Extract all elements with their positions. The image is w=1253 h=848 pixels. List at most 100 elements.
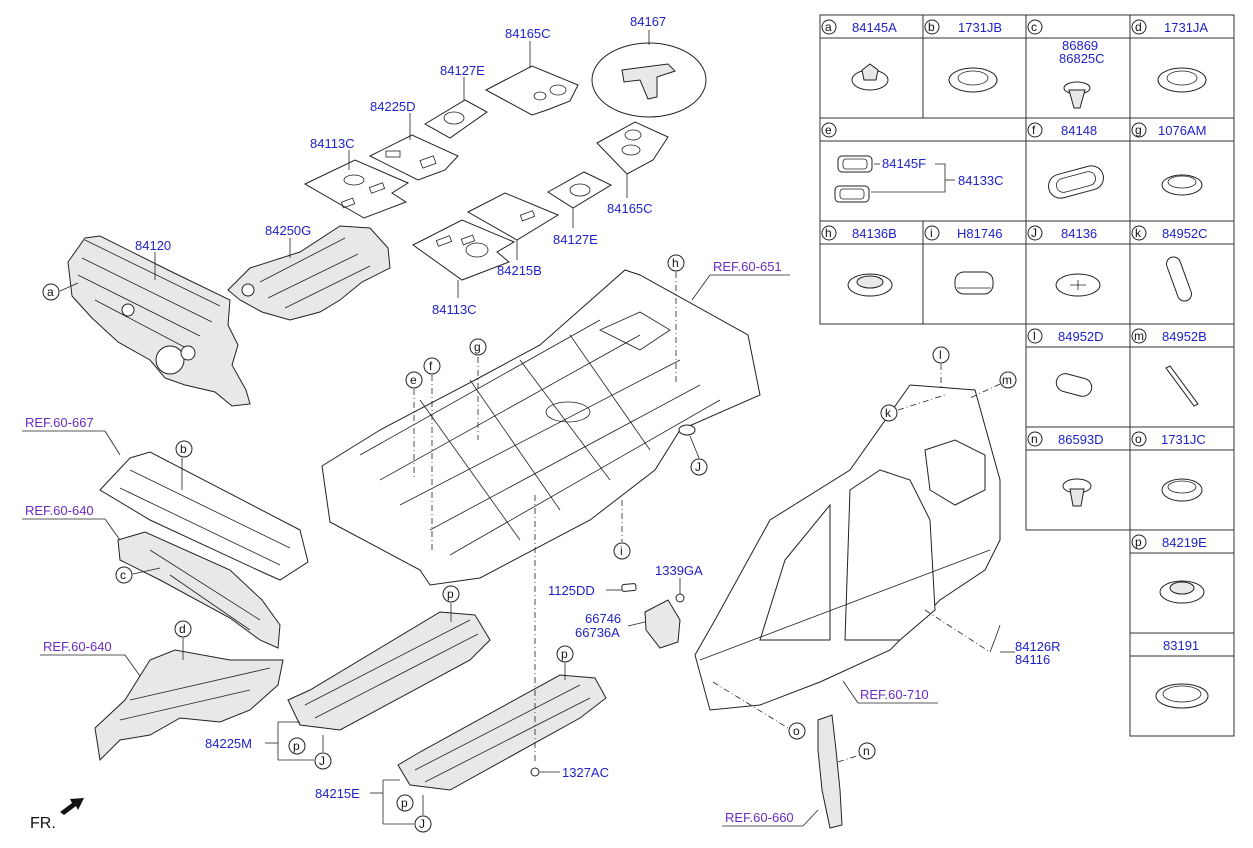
legend-part-1731jc: 1731JC: [1161, 432, 1206, 447]
callout-84165c-mid[interactable]: 84165C: [607, 201, 653, 216]
pad-84165c-top[interactable]: [484, 65, 579, 116]
pad-84215b[interactable]: [466, 192, 560, 241]
legend-part-84952b: 84952B: [1162, 329, 1207, 344]
callout-84165c-top[interactable]: 84165C: [505, 26, 551, 41]
callout-84116[interactable]: 84116: [1015, 652, 1050, 667]
legend-cell-m[interactable]: m 84952B: [1131, 328, 1207, 407]
letter-m: m: [1002, 373, 1012, 387]
letter-l: l: [939, 348, 942, 362]
callout-84215e[interactable]: 84215E: [315, 786, 360, 801]
legend-part-84145a: 84145A: [852, 20, 897, 35]
pad-84113c-bot[interactable]: [412, 219, 516, 281]
under-cover-84225m[interactable]: [287, 611, 491, 731]
pad-84167[interactable]: [591, 42, 707, 118]
legend-part-83191: 83191: [1163, 638, 1199, 653]
callout-1327ac[interactable]: 1327AC: [562, 765, 609, 780]
letter-j: J: [695, 460, 701, 474]
legend-cell-j[interactable]: J 84136: [1027, 225, 1101, 297]
legend-cell-f[interactable]: f 84148: [1027, 122, 1106, 201]
legend-letter-p: p: [1135, 535, 1142, 549]
side-member-d[interactable]: [94, 649, 284, 762]
legend-cell-b[interactable]: b 1731JB: [924, 19, 1002, 93]
legend-letter-c: c: [1031, 20, 1037, 34]
ref-60-640-a[interactable]: REF.60-640: [25, 503, 94, 518]
letter-n: n: [863, 744, 870, 758]
legend-part-h81746: H81746: [957, 226, 1003, 241]
floor-pan[interactable]: [321, 269, 761, 586]
legend-part-86825c: 86825C: [1059, 51, 1105, 66]
pillar-piece-n[interactable]: [817, 714, 843, 829]
ref-60-710[interactable]: REF.60-710: [860, 687, 929, 702]
legend-cell-n[interactable]: n 86593D: [1027, 431, 1104, 507]
legend-cell-o[interactable]: o 1731JC: [1131, 431, 1206, 502]
legend-cell-l[interactable]: l 84952D: [1027, 328, 1104, 398]
callout-84225m[interactable]: 84225M: [205, 736, 252, 751]
callout-84113c-top[interactable]: 84113C: [310, 136, 355, 151]
pad-84127e-mid[interactable]: [547, 171, 613, 209]
legend-cell-k[interactable]: k 84952C: [1131, 225, 1208, 303]
legend-part-86593d: 86593D: [1058, 432, 1104, 447]
legend-cell-h[interactable]: h 84136B: [821, 225, 897, 297]
legend-part-84136: 84136: [1061, 226, 1097, 241]
legend-cell-g[interactable]: g 1076AM: [1131, 122, 1206, 196]
legend-letter-h: h: [825, 226, 832, 240]
legend-part-84952c: 84952C: [1162, 226, 1208, 241]
callout-84127e-mid[interactable]: 84127E: [553, 232, 598, 247]
callout-84225d[interactable]: 84225D: [370, 99, 416, 114]
legend-part-1076am: 1076AM: [1158, 123, 1206, 138]
legend-cell-i[interactable]: i H81746: [924, 225, 1003, 295]
callout-84167[interactable]: 84167: [630, 14, 666, 29]
dash-insulator-84120[interactable]: [67, 235, 251, 407]
legend-letter-d: d: [1135, 20, 1142, 34]
letter-i: i: [620, 544, 623, 558]
legend-letter-n: n: [1031, 432, 1038, 446]
legend-letter-j: J: [1031, 226, 1037, 240]
legend-part-1731ja: 1731JA: [1164, 20, 1208, 35]
insulator-84250g[interactable]: [227, 225, 391, 321]
legend-letter-g: g: [1135, 123, 1142, 137]
callout-84120[interactable]: 84120: [135, 238, 171, 253]
legend-cell-d[interactable]: d 1731JA: [1131, 19, 1208, 93]
ref-60-660[interactable]: REF.60-660: [725, 810, 794, 825]
legend-letter-b: b: [928, 20, 935, 34]
pad-84165c-mid[interactable]: [596, 121, 669, 175]
callout-84215b[interactable]: 84215B: [497, 263, 542, 278]
pad-84113c-top[interactable]: [303, 159, 410, 219]
pad-84127e-top[interactable]: [424, 99, 488, 139]
letter-j2: J: [319, 754, 325, 768]
legend-part-84219e: 84219E: [1162, 535, 1207, 550]
callout-1125dd[interactable]: 1125DD: [548, 583, 595, 598]
letter-e: e: [410, 373, 417, 387]
callout-66746[interactable]: 66746: [585, 611, 621, 626]
cowl-panel-b[interactable]: [99, 451, 309, 581]
cowl-panel-c[interactable]: [117, 531, 281, 649]
pad-84225d[interactable]: [368, 134, 459, 181]
ref-60-667[interactable]: REF.60-667: [25, 415, 94, 430]
ref-60-640-b[interactable]: REF.60-640: [43, 639, 112, 654]
callout-66736a[interactable]: 66736A: [575, 625, 620, 640]
callout-84250g[interactable]: 84250G: [265, 223, 311, 238]
letter-a: a: [47, 285, 54, 299]
letter-d: d: [179, 622, 186, 636]
legend-part-1731jb: 1731JB: [958, 20, 1002, 35]
letter-j3: J: [419, 817, 425, 831]
legend-cell-p[interactable]: p 84219E: [1131, 534, 1207, 604]
under-cover-84215e[interactable]: [397, 674, 607, 791]
legend-cell-a[interactable]: a 84145A: [821, 19, 897, 91]
letter-p1: p: [447, 587, 454, 601]
callout-84127e-top[interactable]: 84127E: [440, 63, 485, 78]
legend-cell-83191[interactable]: 83191: [1155, 638, 1209, 709]
legend-letter-i: i: [930, 226, 933, 240]
bracket-66746[interactable]: [621, 583, 685, 649]
legend-cell-e[interactable]: e 84145F 84133C: [821, 122, 1004, 203]
letter-b: b: [180, 442, 187, 456]
ref-60-651[interactable]: REF.60-651: [713, 259, 782, 274]
legend-cell-c[interactable]: c 86869 86825C: [1027, 19, 1105, 109]
legend-part-84952d: 84952D: [1058, 329, 1104, 344]
callout-84126r[interactable]: 84126R: [1015, 639, 1061, 654]
callout-84113c-bot[interactable]: 84113C: [432, 302, 477, 317]
letter-p3: p: [293, 739, 300, 753]
side-body-panel[interactable]: [694, 384, 1001, 711]
callout-1339ga[interactable]: 1339GA: [655, 563, 703, 578]
